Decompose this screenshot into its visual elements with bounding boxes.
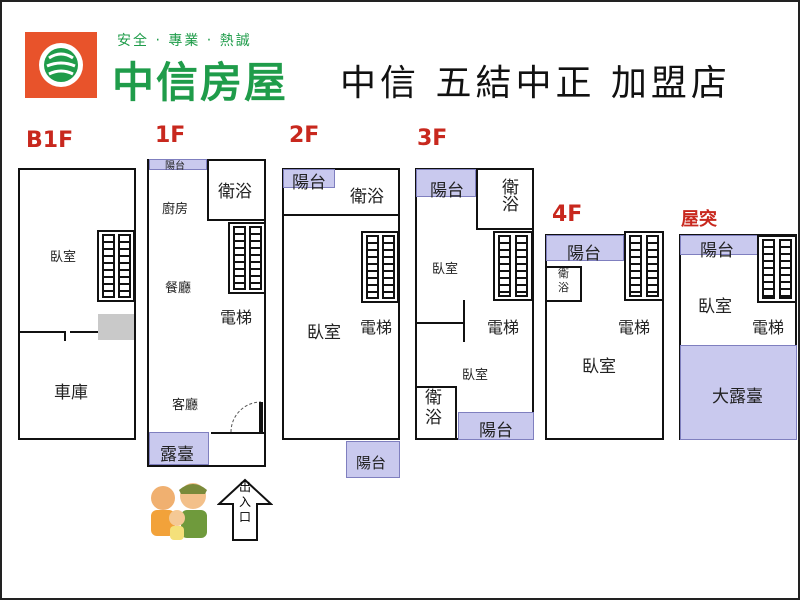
1f-dining-label: 餐廳 bbox=[165, 281, 192, 296]
1f-bath-label: 衛浴 bbox=[218, 182, 252, 202]
4f-bedroom-label: 臥室 bbox=[582, 357, 616, 377]
3f-elevator-label: 電梯 bbox=[487, 318, 520, 337]
2f-balcony bbox=[283, 169, 335, 188]
2f-stair bbox=[361, 231, 399, 303]
2f-bath-label: 衛浴 bbox=[350, 187, 384, 207]
3f-stair bbox=[493, 231, 533, 301]
family-illustration bbox=[151, 483, 207, 540]
floor-title-b1f: B1F bbox=[26, 128, 74, 153]
b1f-stair bbox=[97, 230, 135, 302]
logo-emblem bbox=[25, 32, 97, 98]
3f-balcony bbox=[416, 169, 476, 197]
1f-kitchen-label: 廚房 bbox=[162, 202, 189, 217]
floor-title-roof: 屋突 bbox=[681, 209, 717, 230]
1f-terrace bbox=[149, 432, 209, 465]
4f-bath-room bbox=[545, 266, 582, 302]
3f-balcony-label: 陽台 bbox=[430, 181, 464, 201]
2f-bath-wall bbox=[282, 214, 400, 216]
3f-mid-wall-v bbox=[463, 300, 465, 342]
2f-balcony-bottom bbox=[346, 441, 400, 478]
entrance-arrow-icon bbox=[217, 478, 273, 541]
2f-balcony-bottom-label: 陽台 bbox=[356, 454, 387, 472]
shop-name: 中信 五結中正 加盟店 bbox=[340, 63, 731, 104]
brand-logo: 安全 ‧ 專業 ‧ 熱誠 中信房屋 bbox=[22, 27, 312, 107]
b1f-plan bbox=[18, 168, 136, 440]
1f-balcony-label: 陽台 bbox=[165, 161, 185, 172]
2f-plan bbox=[282, 168, 400, 440]
4f-bath-label: 衛浴 bbox=[558, 267, 569, 294]
roof-elevator-label: 電梯 bbox=[752, 318, 785, 337]
3f-bath-bottom-room bbox=[415, 386, 457, 440]
3f-balcony-bottom bbox=[458, 412, 534, 440]
b1f-bedroom-label: 臥室 bbox=[50, 250, 77, 265]
floor-title-3f: 3F bbox=[417, 126, 448, 151]
4f-balcony-label: 陽台 bbox=[567, 244, 601, 264]
floor-title-1f: 1F bbox=[155, 123, 186, 148]
b1f-divider bbox=[18, 331, 64, 333]
brand-slogan: 安全 ‧ 專業 ‧ 熱誠 bbox=[117, 33, 252, 49]
1f-elevator-label: 電梯 bbox=[220, 308, 253, 327]
1f-stair bbox=[228, 222, 266, 294]
3f-bath-bottom-label: 衛浴 bbox=[425, 388, 442, 428]
3f-bath-room bbox=[476, 168, 534, 230]
b1f-garage-label: 車庫 bbox=[54, 383, 88, 403]
1f-door-swing bbox=[230, 401, 263, 433]
entrance-label: 出入口 bbox=[238, 480, 251, 524]
4f-stair bbox=[624, 231, 664, 301]
roof-bedroom-label: 臥室 bbox=[698, 297, 732, 317]
floor-title-2f: 2F bbox=[289, 123, 320, 148]
4f-elevator-label: 電梯 bbox=[618, 318, 651, 337]
1f-entry-wall bbox=[211, 432, 266, 434]
1f-living-label: 客廳 bbox=[172, 398, 199, 413]
2f-balcony-label: 陽台 bbox=[292, 173, 326, 193]
3f-balcony-bottom-label: 陽台 bbox=[479, 421, 513, 441]
3f-bath-top-label: 衛浴 bbox=[498, 178, 518, 212]
roof-stair bbox=[757, 235, 797, 303]
3f-bedroom-top-label: 臥室 bbox=[432, 262, 459, 277]
roof-big-terrace-label: 大露臺 bbox=[712, 387, 763, 407]
entrance-indicator: 出入口 bbox=[217, 478, 273, 542]
2f-elevator-label: 電梯 bbox=[360, 318, 393, 337]
1f-balcony bbox=[149, 159, 207, 170]
3f-mid-wall bbox=[415, 322, 463, 324]
roof-balcony-label: 陽台 bbox=[700, 241, 734, 261]
1f-bath-room bbox=[207, 159, 266, 221]
brand-name: 中信房屋 bbox=[112, 58, 289, 107]
4f-balcony bbox=[546, 235, 624, 261]
3f-bedroom-bottom-label: 臥室 bbox=[462, 368, 489, 383]
b1f-elevator-label bbox=[98, 314, 134, 340]
1f-terrace-label: 露臺 bbox=[160, 445, 194, 465]
2f-bedroom-label: 臥室 bbox=[307, 323, 341, 343]
b1f-divider-end bbox=[64, 331, 66, 341]
roof-big-terrace bbox=[680, 345, 797, 440]
floor-title-4f: 4F bbox=[552, 202, 583, 227]
